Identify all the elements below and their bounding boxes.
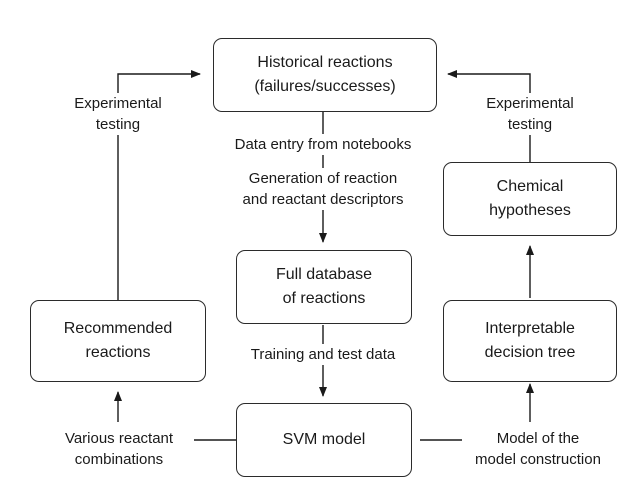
experimental-testing-left-label: Experimental testing: [60, 93, 176, 135]
descriptors-line-2: and reactant descriptors: [242, 191, 404, 208]
tree-line-1: Interpretable: [485, 320, 575, 337]
exp-left-line-1: Experimental: [74, 95, 162, 112]
descriptors-line-1: Generation of reaction: [248, 170, 398, 187]
data-entry-label: Data entry from notebooks: [213, 134, 433, 155]
chemical-hypotheses-box: Chemical hypotheses: [443, 162, 617, 236]
training-data-label: Training and test data: [213, 344, 433, 365]
historical-reactions-box: Historical reactions (failures/successes…: [213, 38, 437, 112]
exp-left-line-2: testing: [95, 116, 141, 133]
arrow-recommended-to-historical: [117, 70, 201, 300]
various-line-2: combinations: [74, 451, 164, 468]
hypotheses-line-1: Chemical: [496, 178, 564, 195]
various-reactant-label: Various reactant combinations: [46, 428, 192, 470]
recommended-reactions-box: Recommended reactions: [30, 300, 206, 382]
model-construction-label: Model of the model construction: [462, 428, 614, 470]
full-db-line-1: Full database: [275, 266, 373, 283]
hypotheses-line-2: hypotheses: [489, 202, 571, 219]
historical-line-1: Historical reactions: [257, 54, 393, 71]
model-of-line-2: model construction: [475, 451, 601, 468]
training-line-1: Training and test data: [250, 346, 396, 363]
experimental-testing-right-label: Experimental testing: [472, 93, 588, 135]
exp-right-line-2: testing: [507, 116, 553, 133]
model-of-line-1: Model of the: [496, 430, 580, 447]
full-database-box: Full database of reactions: [236, 250, 412, 324]
recommended-line-2: reactions: [85, 344, 151, 361]
tree-line-2: decision tree: [484, 344, 576, 361]
svm-line-1: SVM model: [282, 431, 366, 448]
full-db-line-2: of reactions: [282, 290, 366, 307]
various-line-1: Various reactant: [64, 430, 174, 447]
descriptors-label: Generation of reaction and reactant desc…: [213, 168, 433, 210]
decision-tree-box: Interpretable decision tree: [443, 300, 617, 382]
svm-model-box: SVM model: [236, 403, 412, 477]
recommended-line-1: Recommended: [63, 320, 173, 337]
exp-right-line-1: Experimental: [486, 95, 574, 112]
historical-line-2: (failures/successes): [254, 78, 396, 95]
data-entry-line-1: Data entry from notebooks: [234, 136, 412, 153]
